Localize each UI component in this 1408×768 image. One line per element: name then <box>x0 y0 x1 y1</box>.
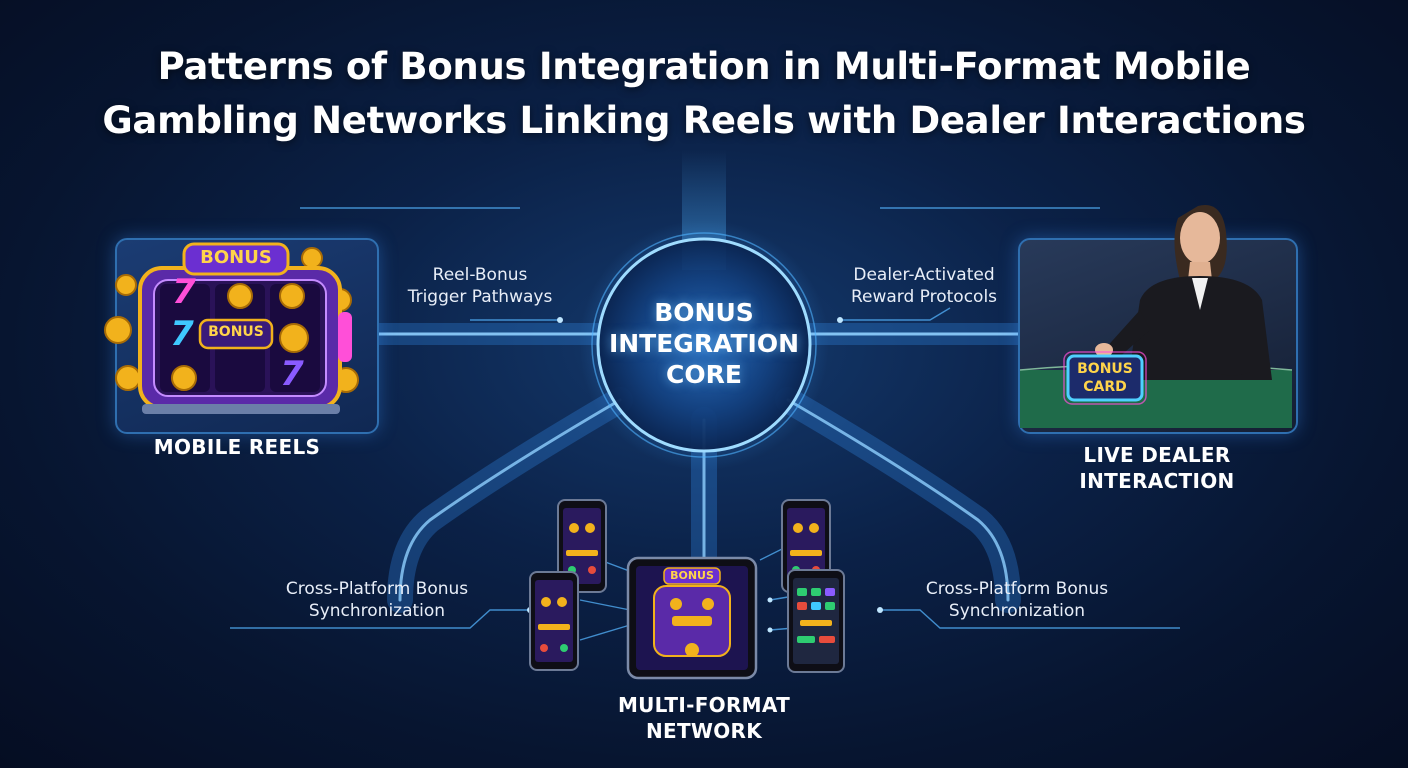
label-dealer-reward-protocols: Dealer-Activated Reward Protocols <box>822 264 1026 308</box>
core-label: BONUS INTEGRATION CORE <box>594 297 814 390</box>
reel-symbol-2: 7 <box>162 314 202 354</box>
live-dealer-caption: LIVE DEALER INTERACTION <box>1044 442 1270 494</box>
core-line-2: INTEGRATION <box>594 328 814 359</box>
multi-format-network-caption: MULTI-FORMAT NETWORK <box>590 692 818 744</box>
slot-center-badge-text: BONUS <box>200 324 272 340</box>
label-cross-platform-right: Cross-Platform Bonus Synchronization <box>902 578 1132 622</box>
core-line-3: CORE <box>594 359 814 390</box>
label-reel-bonus-pathways: Reel-Bonus Trigger Pathways <box>380 264 580 308</box>
bonus-card-text: BONUS CARD <box>1068 360 1142 396</box>
tablet-badge-text: BONUS <box>664 569 720 582</box>
label-cross-platform-left: Cross-Platform Bonus Synchronization <box>262 578 492 622</box>
slot-top-badge-text: BONUS <box>184 247 288 268</box>
reel-symbol-1: 7 <box>164 272 204 312</box>
mobile-reels-caption: MOBILE REELS <box>115 434 359 460</box>
live-dealer-card <box>1018 238 1298 434</box>
core-line-1: BONUS <box>594 297 814 328</box>
reel-symbol-3: 7 <box>272 354 312 394</box>
